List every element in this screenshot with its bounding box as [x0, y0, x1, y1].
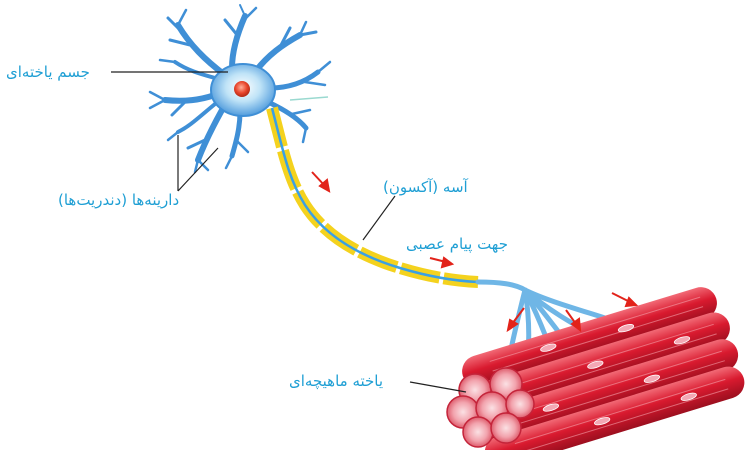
arrow-axon: [312, 172, 329, 191]
arrow-terminal-3: [612, 293, 636, 306]
label-muscle-cell: یاخته ماهیچه‌ای: [289, 374, 383, 389]
muscle-fibers: [447, 282, 750, 450]
label-cell-body: جسم یاخته‌ای: [6, 65, 90, 80]
arrow-axon-2: [430, 258, 452, 267]
leader-lines: [111, 72, 466, 392]
label-dendrites: دارینه‌ها (دندریت‌ها): [58, 193, 179, 208]
nucleus: [234, 81, 250, 97]
faint-process: [290, 97, 328, 100]
label-axon: آسه (آکسون): [383, 180, 468, 195]
label-message-direction: جهت پیام عصبی: [406, 237, 508, 252]
leader-muscle: [410, 382, 466, 392]
leader-axon: [363, 196, 395, 240]
